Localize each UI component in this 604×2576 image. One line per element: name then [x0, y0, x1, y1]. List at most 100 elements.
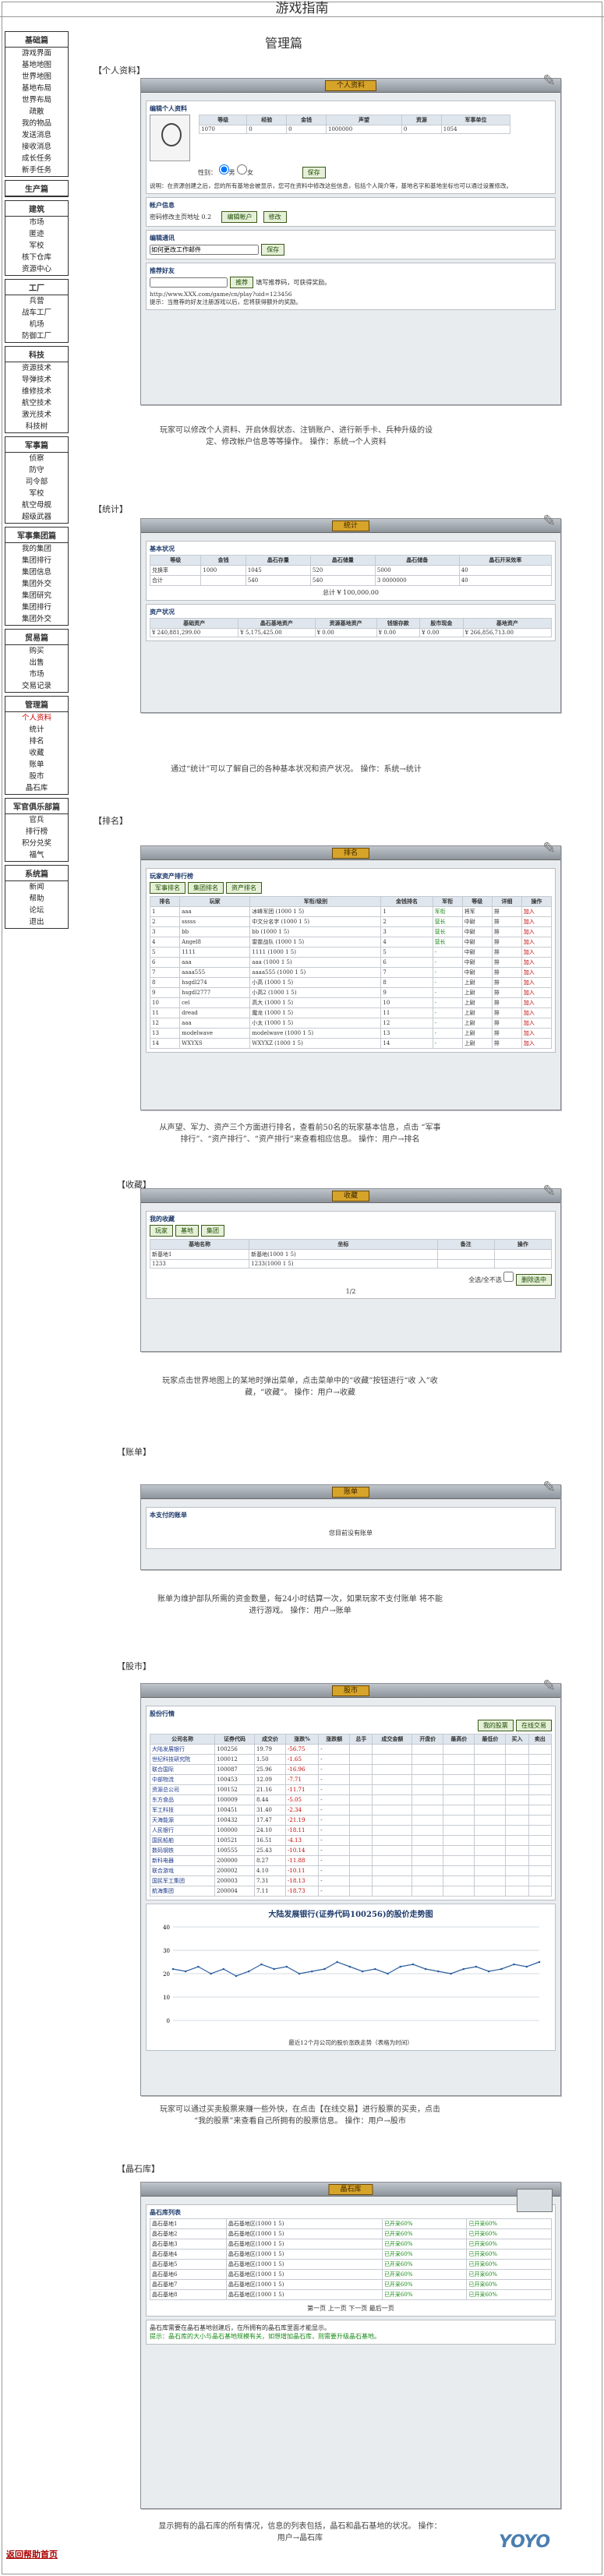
sidebar-section-title[interactable]: 基础篇: [5, 32, 68, 48]
sidebar-item[interactable]: 世界地图: [21, 72, 51, 81]
fav-tab[interactable]: 收藏: [331, 1191, 370, 1202]
sidebar-section-title[interactable]: 生产篇: [5, 181, 68, 196]
rank-subtab[interactable]: 集团排名: [188, 882, 224, 894]
sidebar-item[interactable]: 司令部: [25, 478, 48, 486]
sidebar-item[interactable]: 接收消息: [21, 143, 51, 151]
recommend-input[interactable]: [150, 277, 228, 288]
fav-subtab[interactable]: 基地: [175, 1225, 199, 1237]
my-stock-button[interactable]: 我的股票: [477, 1720, 514, 1731]
sidebar-section-title[interactable]: 军事集团篇: [5, 528, 68, 543]
sidebar-item[interactable]: 超级武器: [21, 513, 51, 521]
sidebar-item[interactable]: 福气: [29, 851, 44, 859]
sidebar-item[interactable]: 军校: [29, 489, 44, 498]
sidebar-item[interactable]: 集团排行: [21, 556, 51, 565]
sidebar-item[interactable]: 导弹技术: [21, 376, 51, 384]
fav-pager[interactable]: 1/2: [345, 1288, 356, 1295]
crystal-pager[interactable]: 第一页 上一页 下一页 最后一页: [307, 2305, 394, 2312]
change-button[interactable]: 修改: [263, 211, 287, 223]
sidebar-item[interactable]: 交易记录: [21, 682, 51, 690]
sidebar-item[interactable]: 集团外交: [21, 580, 51, 588]
sidebar-item[interactable]: 我的集团: [21, 545, 51, 553]
gender-female-radio[interactable]: [237, 164, 248, 175]
sidebar-item[interactable]: 机场: [29, 320, 44, 329]
bill-tab[interactable]: 账单: [331, 1487, 370, 1498]
stock-tab[interactable]: 股市: [331, 1685, 370, 1696]
profile-tab[interactable]: 个人资料: [324, 80, 377, 91]
rank-tab[interactable]: 排名: [331, 848, 370, 859]
sidebar-item[interactable]: 新手任务: [21, 166, 51, 175]
sidebar-section-title[interactable]: 科技: [5, 347, 68, 362]
sidebar-item[interactable]: 市场: [29, 670, 44, 679]
sidebar-item[interactable]: 晶石库: [25, 784, 48, 792]
sidebar-item[interactable]: 收藏: [29, 749, 44, 757]
sidebar-item[interactable]: 账单: [29, 760, 44, 769]
sidebar-item[interactable]: 股市: [29, 772, 44, 781]
gender-male-radio[interactable]: [218, 164, 229, 175]
sidebar-item[interactable]: 资源中心: [21, 265, 51, 273]
sidebar-item[interactable]: 退出: [29, 918, 44, 926]
sidebar-item[interactable]: 科技树: [25, 422, 48, 431]
sidebar-item[interactable]: 匿迹: [29, 230, 44, 238]
rank-subtab[interactable]: 军事排名: [150, 882, 185, 894]
sidebar-section-title[interactable]: 建筑: [5, 201, 68, 217]
sidebar-section-title[interactable]: 管理篇: [5, 697, 68, 712]
rank-subtab[interactable]: 资产排名: [226, 882, 262, 894]
sidebar-item[interactable]: 出售: [29, 658, 44, 667]
sidebar-item[interactable]: 世界布局: [21, 96, 51, 104]
sidebar-item[interactable]: 维修技术: [21, 387, 51, 396]
sidebar-section-title[interactable]: 贸易篇: [5, 630, 68, 645]
sidebar-item[interactable]: 侦察: [29, 454, 44, 463]
sidebar-item[interactable]: 军校: [29, 242, 44, 250]
sidebar-item[interactable]: 游戏界面: [21, 49, 51, 58]
sidebar-section-title[interactable]: 系统篇: [5, 866, 68, 881]
email-save-button[interactable]: 保存: [261, 244, 285, 256]
sidebar-item[interactable]: 防守: [29, 466, 44, 475]
sidebar-item[interactable]: 新闻: [29, 883, 44, 891]
sidebar-item[interactable]: 兵营: [29, 297, 44, 305]
fav-subtab[interactable]: 集团: [201, 1225, 224, 1237]
recommend-button[interactable]: 推荐: [230, 277, 254, 288]
sidebar-section-title[interactable]: 工厂: [5, 280, 68, 295]
sidebar-section-title[interactable]: 军事篇: [5, 437, 68, 453]
crystal-tab[interactable]: 晶石库: [328, 2184, 373, 2195]
sidebar-item[interactable]: 积分兑奖: [21, 839, 51, 848]
sidebar-item[interactable]: 集团信息: [21, 568, 51, 577]
online-trade-button[interactable]: 在线交易: [516, 1720, 552, 1731]
sidebar-item[interactable]: 购买: [29, 647, 44, 655]
sidebar-item[interactable]: 集团外交: [21, 615, 51, 623]
sidebar-item[interactable]: 我的物品: [21, 119, 51, 128]
sidebar-item[interactable]: 防御工厂: [21, 332, 51, 341]
sidebar-item[interactable]: 官兵: [29, 816, 44, 824]
sidebar-item[interactable]: 个人资料: [21, 714, 51, 722]
sidebar-item[interactable]: 航空母舰: [21, 501, 51, 510]
